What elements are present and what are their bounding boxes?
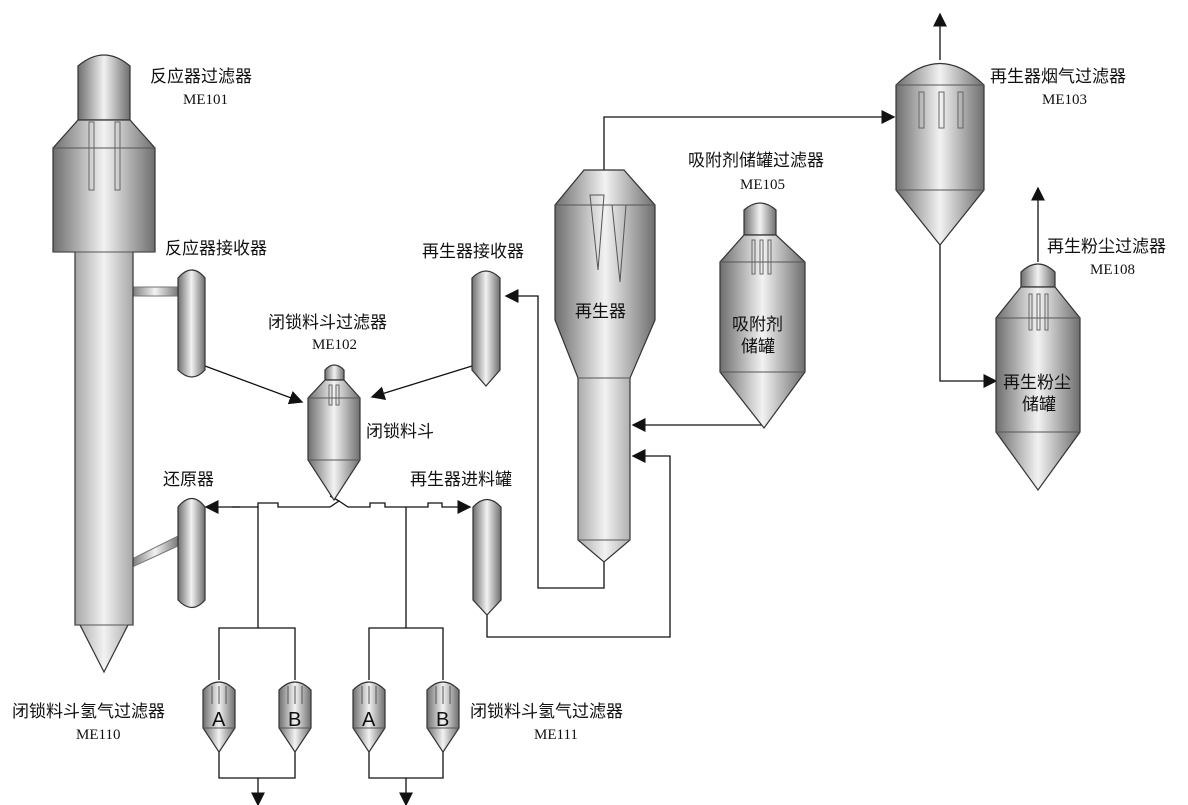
lockhopper-vessel: [307, 364, 361, 502]
h2-filter-right-code: ME111: [534, 727, 578, 743]
lockhopper-filter-label: 闭锁料斗过滤器: [268, 313, 387, 333]
line-feed-tank-to-regenerator: [486, 449, 671, 638]
reactor-receiver-vessel: [177, 269, 206, 378]
regen-feed-tank-vessel: [472, 498, 502, 616]
h2-filter-right-label: 闭锁料斗氢气过滤器: [470, 702, 623, 722]
regen-dust-filter-label: 再生粉尘过滤器: [1047, 237, 1166, 257]
adsorbent-filter-tube: [767, 239, 772, 275]
reducer-body: [177, 497, 206, 609]
adsorbent-tank-vessel: [719, 202, 806, 429]
h2-filter-body: [352, 681, 386, 754]
regenerator-vessel: [554, 169, 656, 563]
adsorbent-filter-tube: [751, 239, 756, 275]
me111-manifold-bottom: [368, 750, 444, 779]
reactor-vessel: [52, 54, 181, 674]
regen-dust-filter-code: ME108: [1090, 262, 1135, 278]
adsorbent-tank-filter-code: ME105: [740, 177, 785, 193]
lockhopper-filter-tube: [328, 384, 333, 406]
regen-receiver-body: [471, 270, 501, 387]
flue-filter-tube: [938, 91, 945, 129]
dust-tank-label-line2: 储罐: [1022, 395, 1056, 415]
connection-lines: [204, 12, 1045, 805]
reducer-label: 还原器: [163, 470, 214, 490]
adsorbent-tank-label-line2: 储罐: [741, 337, 775, 357]
me110-manifold-bottom: [218, 750, 296, 779]
reactor-filter-tube: [114, 121, 121, 191]
dust-tank-body: [995, 286, 1081, 492]
reactor-filter-code: ME101: [183, 92, 228, 108]
line-regenerator-to-regen-receiver: [504, 289, 605, 589]
dust-filter-tube: [1028, 293, 1033, 331]
regen-flue-filter-code: ME103: [1042, 92, 1087, 108]
lockhopper-filter-code: ME102: [312, 337, 357, 353]
reactor-receiver-label: 反应器接收器: [165, 239, 267, 259]
me111-manifold-top: [368, 627, 444, 680]
reactor-top-dome: [77, 54, 131, 121]
regenerator-cyclone: [589, 194, 605, 271]
line-lockhopper-to-feed-tank: [232, 500, 472, 514]
me110-b-label: B: [288, 709, 301, 731]
lockhopper-filter-tube: [335, 384, 340, 406]
me110-a-label: A: [212, 709, 226, 731]
flue-filter-tube: [957, 91, 964, 129]
adsorbent-tank-body: [719, 234, 806, 429]
h2-filter-me111-b: [426, 681, 460, 754]
adsorbent-filter-dome: [743, 202, 777, 236]
dust-tank-label-line1: 再生粉尘: [1003, 373, 1071, 393]
h2-filter-left-label: 闭锁料斗氢气过滤器: [12, 702, 165, 722]
regen-receiver-vessel: [471, 270, 501, 387]
line-adsorbent-to-regenerator: [631, 418, 765, 432]
dust-filter-tube: [1036, 293, 1041, 331]
flue-filter-tube: [918, 91, 925, 129]
regen-feed-tank-body: [472, 498, 502, 616]
line-flue-filter-to-dust-tank: [939, 245, 998, 388]
adsorbent-filter-tube: [759, 239, 764, 275]
h2-filter-body: [278, 681, 312, 754]
h2-filter-me110-a: [202, 681, 236, 754]
regenerator-label: 再生器: [575, 302, 626, 322]
lockhopper-body: [307, 379, 361, 502]
me111-a-label: A: [362, 709, 376, 731]
dust-filter-tube: [1044, 293, 1049, 331]
lockhopper-label: 闭锁料斗: [366, 422, 434, 442]
reactor-body: [52, 119, 156, 674]
reactor-receiver-body: [177, 269, 206, 378]
adsorbent-tank-label-line1: 吸附剂: [732, 315, 783, 335]
regenerator-body: [554, 169, 656, 563]
h2-filter-me111-a: [352, 681, 386, 754]
h2-filter-me110-b: [278, 681, 312, 754]
reducer-vessel: [177, 497, 206, 609]
reactor-filter-label: 反应器过滤器: [150, 67, 252, 87]
flue-filter-vessel: [895, 63, 985, 246]
regen-feed-tank-label: 再生器进料罐: [410, 470, 512, 490]
flue-filter-body: [895, 63, 985, 246]
reactor-reducer-pipe: [129, 534, 181, 569]
h2-filter-left-code: ME110: [76, 727, 120, 743]
me111-b-label: B: [436, 709, 449, 731]
dust-filter-dome: [1020, 263, 1056, 288]
adsorbent-tank-filter-label: 吸附剂储罐过滤器: [688, 151, 824, 171]
h2-filter-body: [426, 681, 460, 754]
h2-filter-body: [202, 681, 236, 754]
line-regenerator-to-flue-filter: [603, 110, 896, 170]
lockhopper-filter-dome: [324, 364, 345, 381]
reactor-filter-tube: [88, 121, 95, 191]
dust-tank-vessel: [995, 263, 1081, 492]
regen-receiver-label: 再生器接收器: [422, 242, 524, 262]
labels: 反应器过滤器 ME101 反应器接收器 闭锁料斗过滤器 ME102 闭锁料斗 还…: [12, 67, 1166, 743]
regen-flue-filter-label: 再生器烟气过滤器: [990, 67, 1126, 87]
reactor-receiver-pipe: [129, 286, 181, 297]
me110-manifold-top: [218, 627, 296, 680]
regenerator-cyclone: [611, 204, 627, 283]
line-regen-receiver-to-lockhopper: [370, 365, 473, 400]
line-receiver-to-lockhopper: [204, 365, 304, 405]
